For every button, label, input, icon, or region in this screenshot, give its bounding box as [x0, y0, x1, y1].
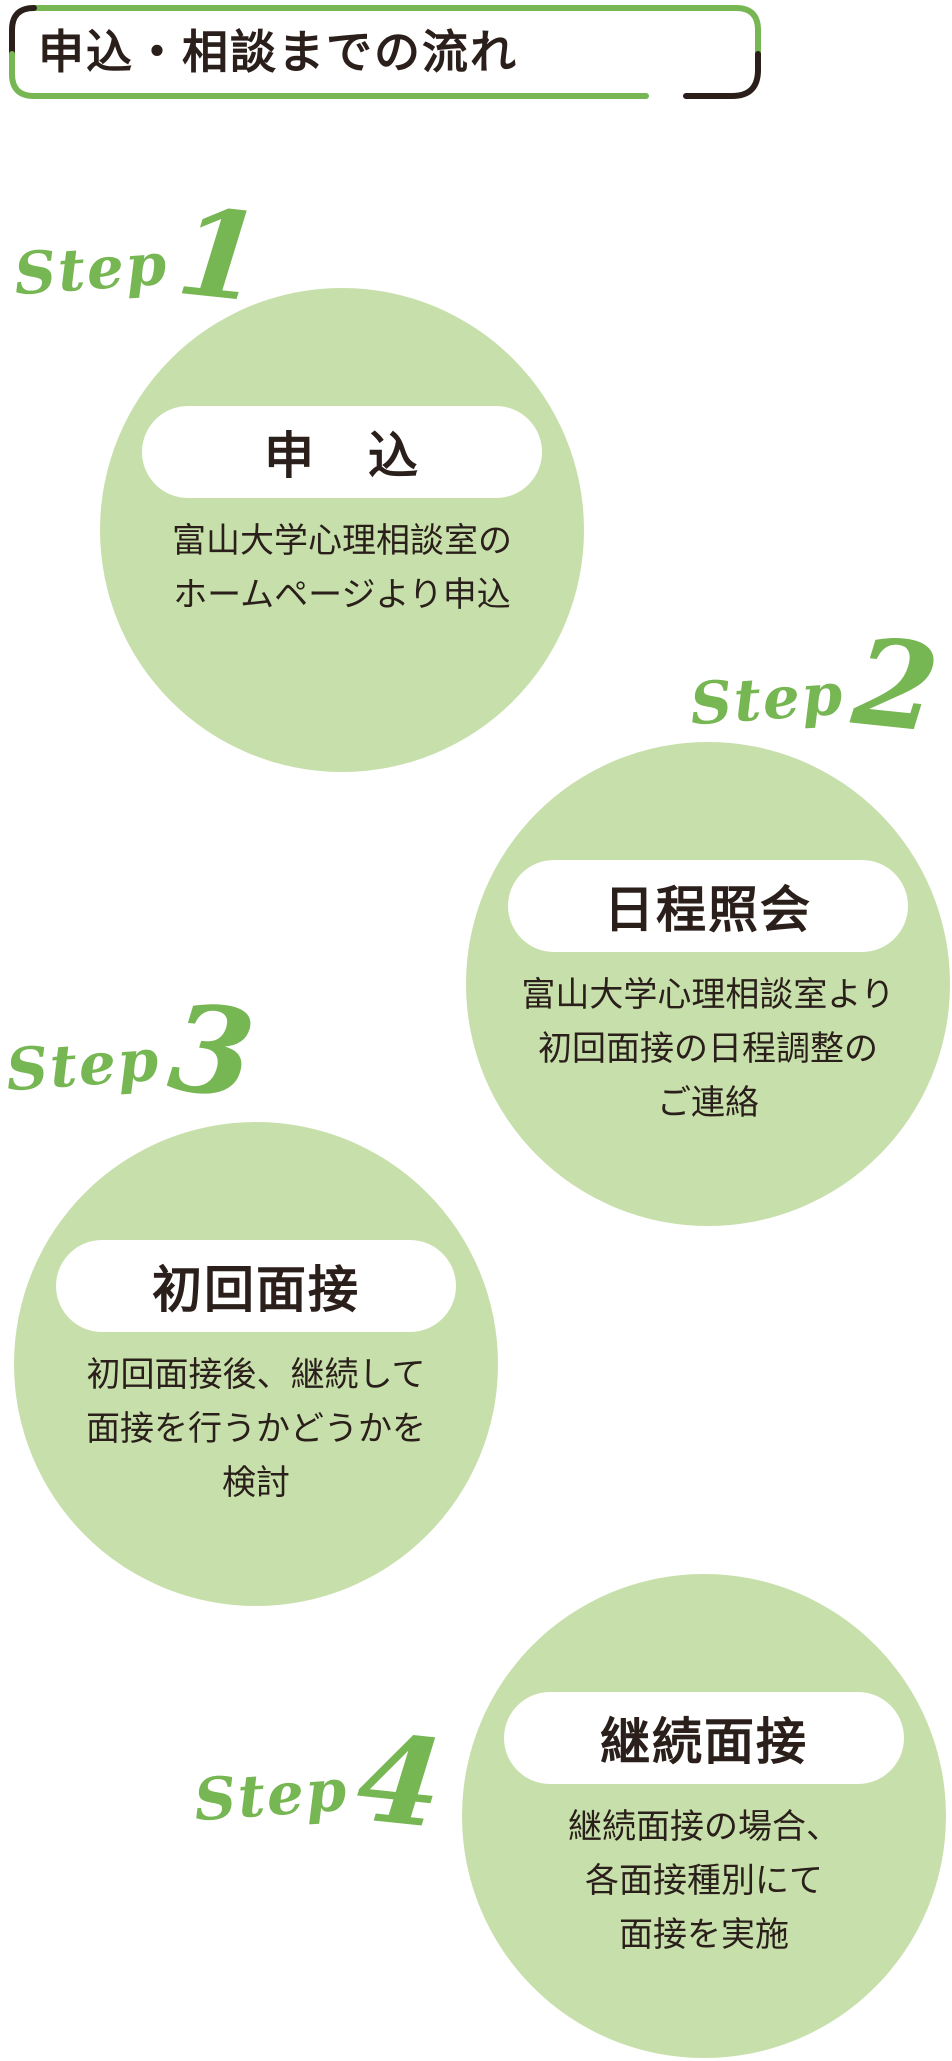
desc-line: ホームページより申込 — [173, 575, 511, 615]
desc-line: 富山大学心理相談室の — [172, 521, 512, 561]
header-frame — [9, 5, 761, 99]
page-title: 申込・相談までの流れ — [38, 25, 518, 79]
step-word: Step — [3, 1025, 163, 1105]
desc-line: 面接を実施 — [619, 1915, 789, 1955]
step-2-label: Step 2 — [687, 611, 945, 760]
step-description: 初回面接後、継続して 面接を行うかどうかを 検討 — [34, 1348, 478, 1510]
step-1-label: Step 1 — [11, 181, 269, 330]
step-word: Step — [191, 1755, 351, 1835]
desc-line: 富山大学心理相談室より — [521, 975, 895, 1015]
step-4-label: Step 4 — [191, 1707, 449, 1856]
section-header: 申込・相談までの流れ — [6, 4, 762, 100]
step-1-circle: 申 込 富山大学心理相談室の ホームページより申込 — [100, 288, 584, 772]
step-number: 3 — [163, 977, 261, 1126]
step-title-pill: 日程照会 — [508, 860, 908, 952]
desc-line: 継続面接の場合、 — [568, 1807, 840, 1847]
step-word: Step — [11, 229, 171, 309]
step-title-pill: 継続面接 — [504, 1692, 904, 1784]
step-4-circle: 継続面接 継続面接の場合、 各面接種別にて 面接を実施 — [462, 1574, 946, 2058]
step-description: 継続面接の場合、 各面接種別にて 面接を実施 — [482, 1800, 926, 1962]
desc-line: 検討 — [222, 1463, 290, 1503]
desc-line: 各面接種別にて — [585, 1861, 823, 1901]
step-2-circle: 日程照会 富山大学心理相談室より 初回面接の日程調整の ご連絡 — [466, 742, 950, 1226]
step-title-pill: 申 込 — [142, 406, 542, 498]
step-description: 富山大学心理相談室の ホームページより申込 — [120, 514, 564, 622]
step-title-pill: 初回面接 — [56, 1240, 456, 1332]
desc-line: 面接を行うかどうかを — [86, 1409, 426, 1449]
desc-line: 初回面接の日程調整の — [538, 1029, 878, 1069]
desc-line: 初回面接後、継続して — [86, 1355, 426, 1395]
step-3-label: Step 3 — [3, 977, 261, 1126]
step-number: 4 — [351, 1707, 449, 1856]
step-3-circle: 初回面接 初回面接後、継続して 面接を行うかどうかを 検討 — [14, 1122, 498, 1606]
desc-line: ご連絡 — [657, 1083, 759, 1123]
step-description: 富山大学心理相談室より 初回面接の日程調整の ご連絡 — [486, 968, 930, 1130]
step-number: 2 — [847, 611, 945, 760]
step-number: 1 — [171, 181, 269, 330]
step-word: Step — [687, 659, 847, 739]
